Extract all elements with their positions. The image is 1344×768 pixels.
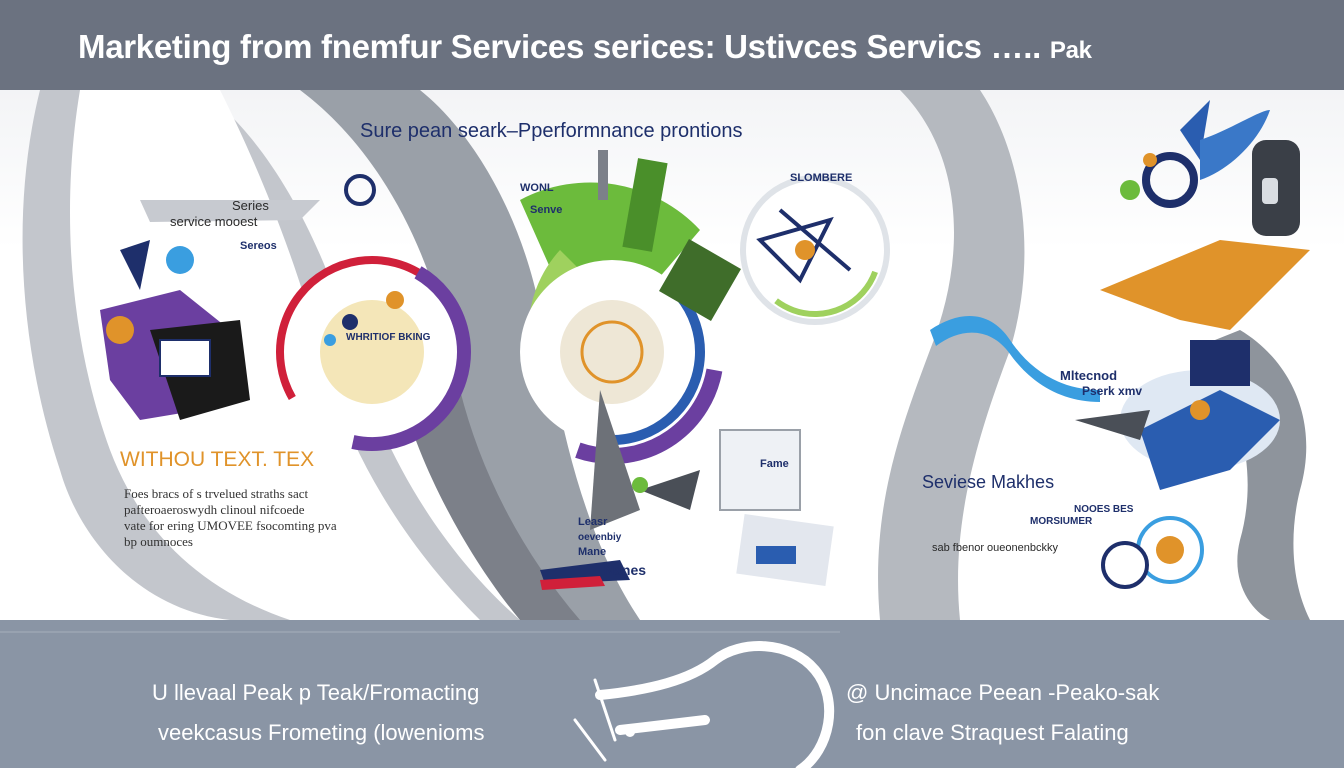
left-card [159,339,211,377]
right-label-1: Mltecnod [1060,368,1118,383]
footer-right-1: @ Uncimace Peean ‐Peako‐sak [846,680,1160,705]
right-ribbon [878,90,1025,620]
ring-left-purple [273,253,471,451]
bottom-label-4: Nanes [604,562,647,578]
right-heading: Seviese Makhes [922,472,1055,492]
left-body-line: vate for ering UMOVEE fsocomting pva [124,518,337,533]
bottom-dot-green [632,477,648,493]
right-body: sab fbenor oueonenbckky [932,542,1058,554]
left-flag [120,240,150,290]
bottom-label-1: Leasr [578,516,608,528]
right-row-1: MORSIUMER [1030,516,1093,527]
left-body-line: bp oumnoces [124,534,193,549]
far-right-ribbon [1190,330,1310,620]
left-body: Foes bracs of s trvelued straths sact pa… [124,486,337,550]
bottom-card-tag [756,546,796,564]
infographic-art [22,90,1310,620]
left-ribbon-inner [70,90,480,620]
footer-dot [625,727,635,737]
bottom-card-1 [719,429,801,511]
ring-center-core [560,300,664,404]
left-series: Series [232,198,269,213]
bottom-shard [640,470,700,510]
footer-left-2: veekcasus Frometing (lowenioms [158,720,485,745]
header-banner: Marketing from fnemfur Services serices:… [0,0,1344,90]
dark-ribbon [400,390,580,620]
bottom-label-2: oevenbiy [578,532,622,543]
ring-center-purple [500,240,724,464]
grey-post [598,150,608,200]
left-ring-icon [344,174,376,206]
cluster-dot [1190,400,1210,420]
sky-wave [930,316,1100,402]
green-bar [622,158,668,252]
badge-right-2 [1101,541,1149,589]
lock-keyhole [1262,178,1278,204]
dot-sky [324,334,336,346]
green-block [659,239,741,321]
bottom-label-5: Fame [760,458,789,470]
ring-left-core [320,300,424,404]
bottom-label-3: Mane [578,546,607,558]
dot-orange-2 [1143,153,1157,167]
leaf-blue [1200,110,1270,180]
bottom-stripe [540,560,630,584]
cluster-shard [1075,410,1150,440]
dial-green [748,183,882,317]
footer-right-2: fon clave Straquest Falating [856,720,1129,745]
left-body-line: pafteroaeroswydh clinoul nifcoede [124,502,305,517]
center-heading: Sure pean seark–Pperformnance prontions [360,120,743,142]
orange-chevron [1100,240,1310,330]
cluster-blue [1140,390,1280,490]
left-sub2: Sereos [240,240,277,252]
infographic-stage: Sure pean seark–Pperformnance prontions … [0,90,1344,620]
cluster-screen [1190,340,1250,386]
left-banner-strip [140,200,320,222]
left-dot-sky [166,246,194,274]
left-body-line: Foes bracs of s trvelued straths sact [124,486,309,501]
center-mid-top: WONL [520,182,554,194]
page-title: Marketing from fnemfur Services serices:… [78,28,1092,65]
badge-right-core [1156,536,1184,564]
dot-green [1120,180,1140,200]
grey-shard [590,390,640,530]
footer-arm [615,715,710,735]
footer-left-1: U llevaal Peak p Teak/Fromacting [152,680,480,705]
footer-strokes [573,678,617,762]
footer-art [0,631,840,768]
right-row-2: NOOES BES [1074,504,1134,515]
gear-shape [1142,152,1198,208]
right-label-2: Pserk xmv [1082,384,1143,398]
bottom-stripe-red [540,576,605,590]
left-dot-orange [106,316,134,344]
dot-orange [386,291,404,309]
center-mid-top2: Senve [530,204,563,216]
center-mid-label: WHRITIOF BKING [346,332,431,343]
ring-center-inner [580,320,644,384]
footer-hook [595,641,835,768]
dial-dot [795,240,815,260]
dot-navy [342,314,358,330]
footer-band: U llevaal Peak p Teak/Fromacting veekcas… [0,620,1344,768]
center-mid-small: SLOMBERE [790,172,853,184]
left-sub1: service mooest [170,214,258,229]
left-heading: WITHOU TEXT. TEX [120,448,315,471]
